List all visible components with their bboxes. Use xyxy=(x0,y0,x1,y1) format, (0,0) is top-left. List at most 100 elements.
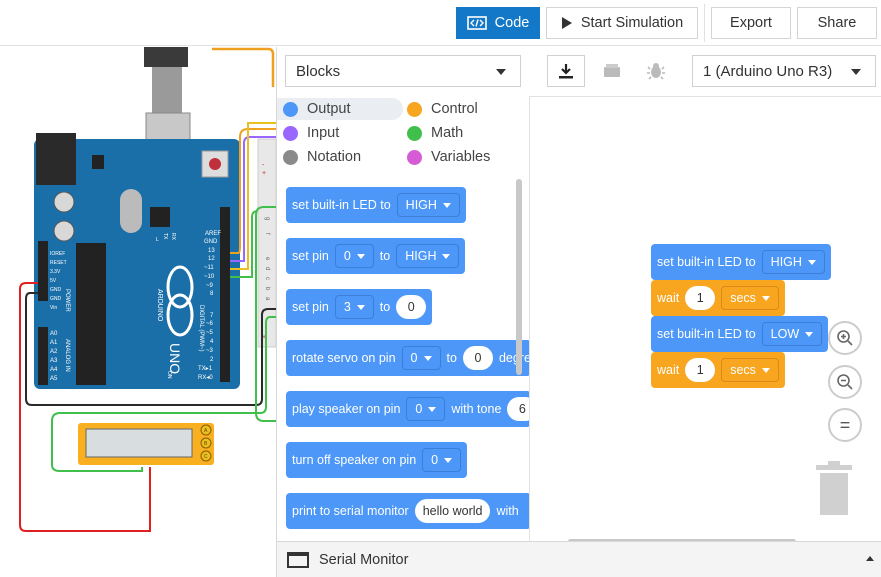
palette-scrollbar[interactable] xyxy=(516,179,522,375)
block-text: set pin xyxy=(292,300,329,314)
block-text: set built-in LED to xyxy=(657,327,756,341)
wire-black xyxy=(25,292,276,406)
start-simulation-button[interactable]: Start Simulation xyxy=(546,7,698,39)
export-button[interactable]: Export xyxy=(711,7,791,39)
label-aref: AREF xyxy=(205,231,221,237)
reset-button-cap xyxy=(209,158,221,170)
program-block-wait-1[interactable]: wait 1 secs xyxy=(651,280,785,316)
category-input-label: Input xyxy=(307,125,340,141)
label-a5: A5 xyxy=(50,376,58,382)
share-button[interactable]: Share xyxy=(797,7,877,39)
editor-mode-value: Blocks xyxy=(296,62,341,80)
unit-dropdown[interactable]: secs xyxy=(721,286,779,310)
library-icon xyxy=(604,64,620,77)
category-notation-label: Notation xyxy=(307,149,362,165)
message-input[interactable]: hello world xyxy=(414,499,491,523)
editor-mode-select[interactable]: Blocks xyxy=(285,55,521,87)
pin-dropdown[interactable]: 3 xyxy=(334,295,374,319)
pin-dropdown[interactable]: 0 xyxy=(422,448,462,472)
program-block-wait-2[interactable]: wait 1 secs xyxy=(651,352,785,388)
zoom-reset-button[interactable]: = xyxy=(828,408,862,442)
debugger-button[interactable] xyxy=(637,55,675,87)
arduino-logo xyxy=(166,265,194,309)
block-text: turn off speaker on pin xyxy=(292,453,417,467)
board-select-value: 1 (Arduino Uno R3) xyxy=(703,62,833,80)
led-value-dropdown[interactable]: LOW xyxy=(761,322,823,346)
caret-down-icon xyxy=(356,253,365,259)
pin-dropdown[interactable]: 0 xyxy=(334,244,374,268)
lcd-label-b: B xyxy=(204,441,208,447)
lcd-label-a: A xyxy=(204,428,208,434)
code-icon xyxy=(466,16,487,30)
value-input[interactable]: 0 xyxy=(396,295,427,319)
block-text: degre xyxy=(498,351,529,365)
label-a1: A1 xyxy=(50,340,58,346)
program-block-set-led-low[interactable]: set built-in LED to LOW xyxy=(651,316,829,352)
category-notation[interactable]: Notation xyxy=(283,146,361,168)
palette-block-rotate-servo[interactable]: rotate servo on pin 0 to 0 degre xyxy=(286,340,529,376)
palette-block-set-led[interactable]: set built-in LED to HIGH xyxy=(286,187,466,223)
led-value-dropdown[interactable]: HIGH xyxy=(396,193,460,217)
circuit-canvas[interactable]: AREF GND 13 12 ~11 ~10 ~9 8 7 ~6 ~5 4 ~3… xyxy=(0,47,276,577)
analog-header xyxy=(38,327,48,385)
category-output[interactable]: Output xyxy=(277,98,403,120)
label-11: ~11 xyxy=(204,265,214,271)
category-math[interactable]: Math xyxy=(407,122,463,144)
pin-dropdown[interactable]: 0 xyxy=(406,397,446,421)
block-text: play speaker on pin xyxy=(292,402,401,416)
caret-down-icon xyxy=(444,457,453,463)
board-select[interactable]: 1 (Arduino Uno R3) xyxy=(692,55,876,87)
label-a4: A4 xyxy=(50,367,58,373)
label-analog: ANALOG IN xyxy=(64,339,70,372)
caret-down-icon xyxy=(805,331,814,337)
trash-icon[interactable] xyxy=(814,459,854,517)
led-value-dropdown[interactable]: HIGH xyxy=(761,250,825,274)
usb-cable xyxy=(144,47,188,67)
category-input[interactable]: Input xyxy=(283,122,339,144)
bb-row-g: g xyxy=(264,217,270,220)
wait-input[interactable]: 1 xyxy=(685,358,716,382)
regulator xyxy=(92,155,104,169)
label-tx: TX xyxy=(162,233,168,240)
chevron-up-icon[interactable] xyxy=(866,556,874,561)
category-control[interactable]: Control xyxy=(407,98,478,120)
label-vin: Vin xyxy=(50,305,57,311)
zoom-out-button[interactable] xyxy=(828,365,862,399)
palette-block-print-serial[interactable]: print to serial monitor hello world with xyxy=(286,493,529,529)
breadboard[interactable] xyxy=(257,138,276,348)
download-button[interactable] xyxy=(547,55,585,87)
pin-value-dropdown[interactable]: HIGH xyxy=(396,244,460,268)
atmega-chip xyxy=(76,243,106,385)
palette-block-set-pin-analog[interactable]: set pin 3 to 0 xyxy=(286,289,433,325)
caret-down-icon xyxy=(356,304,365,310)
palette-block-play-speaker[interactable]: play speaker on pin 0 with tone 6 xyxy=(286,391,529,427)
upload-library-button[interactable] xyxy=(593,55,631,87)
arduino-logo-2 xyxy=(166,293,194,337)
bb-plus-bottom: + xyxy=(262,334,266,341)
workspace-scrollbar[interactable] xyxy=(568,539,796,541)
zoom-in-button[interactable] xyxy=(828,321,862,355)
tone-input[interactable]: 6 xyxy=(507,397,529,421)
lcd-pin-b xyxy=(200,437,212,449)
category-output-label: Output xyxy=(307,101,351,117)
angle-input[interactable]: 0 xyxy=(462,346,493,370)
block-workspace[interactable]: set built-in LED to HIGH wait 1 secs set… xyxy=(529,97,881,541)
block-text: with tone xyxy=(451,402,502,416)
palette-block-set-pin[interactable]: set pin 0 to HIGH xyxy=(286,238,466,274)
caret-down-icon xyxy=(423,355,432,361)
label-4: 4 xyxy=(210,339,214,345)
code-button[interactable]: Code xyxy=(456,7,540,39)
program-block-set-led-high[interactable]: set built-in LED to HIGH xyxy=(651,244,831,280)
pin-dropdown[interactable]: 0 xyxy=(401,346,441,370)
category-variables[interactable]: Variables xyxy=(407,146,490,168)
label-1: TX▸1 xyxy=(198,366,213,372)
chevron-down-icon xyxy=(851,69,861,75)
unit-dropdown[interactable]: secs xyxy=(721,358,779,382)
label-9: ~9 xyxy=(206,283,214,289)
digital-header xyxy=(220,207,230,382)
wait-input[interactable]: 1 xyxy=(685,286,716,310)
code-toolbar: 1 (Arduino Uno R3) xyxy=(529,47,881,97)
serial-monitor-bar[interactable]: Serial Monitor xyxy=(277,541,881,577)
wire-green-b xyxy=(51,316,276,472)
palette-block-turn-off-speaker[interactable]: turn off speaker on pin 0 xyxy=(286,442,468,478)
